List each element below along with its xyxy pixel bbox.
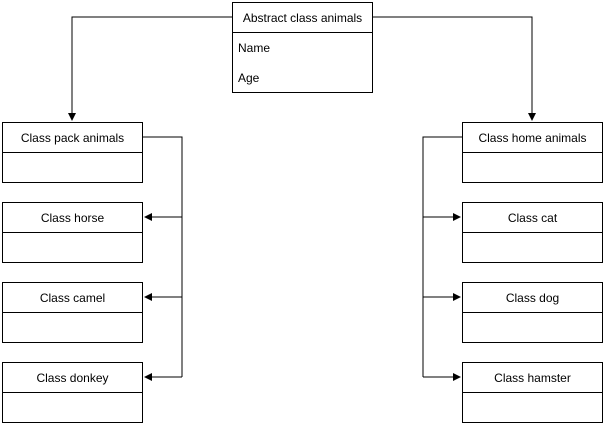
class-title: Class hamster [463, 363, 602, 393]
field-name: Name [238, 41, 271, 55]
connector-root-to-pack-animals [68, 16, 233, 121]
class-dog-box[interactable]: Class dog [462, 282, 603, 343]
class-home-animals-box[interactable]: Class home animals [462, 122, 603, 183]
class-camel-box[interactable]: Class camel [2, 282, 143, 343]
abstract-class-animals-box[interactable]: Abstract class animals Name Age [232, 2, 373, 93]
field-age: Age [238, 71, 260, 85]
class-title: Class pack animals [3, 123, 142, 153]
class-title: Class home animals [463, 123, 602, 153]
class-title: Class dog [463, 283, 602, 313]
class-cat-box[interactable]: Class cat [462, 202, 603, 263]
class-title: Class camel [3, 283, 142, 313]
class-title: Abstract class animals [233, 3, 372, 33]
class-pack-animals-box[interactable]: Class pack animals [2, 122, 143, 183]
connector-home-bus [422, 136, 462, 377]
connector-root-to-home-animals [372, 16, 536, 121]
connector-pack-bus [143, 136, 183, 377]
class-donkey-box[interactable]: Class donkey [2, 362, 143, 423]
class-title: Class horse [3, 203, 142, 233]
class-hamster-box[interactable]: Class hamster [462, 362, 603, 423]
class-horse-box[interactable]: Class horse [2, 202, 143, 263]
class-title: Class donkey [3, 363, 142, 393]
class-title: Class cat [463, 203, 602, 233]
